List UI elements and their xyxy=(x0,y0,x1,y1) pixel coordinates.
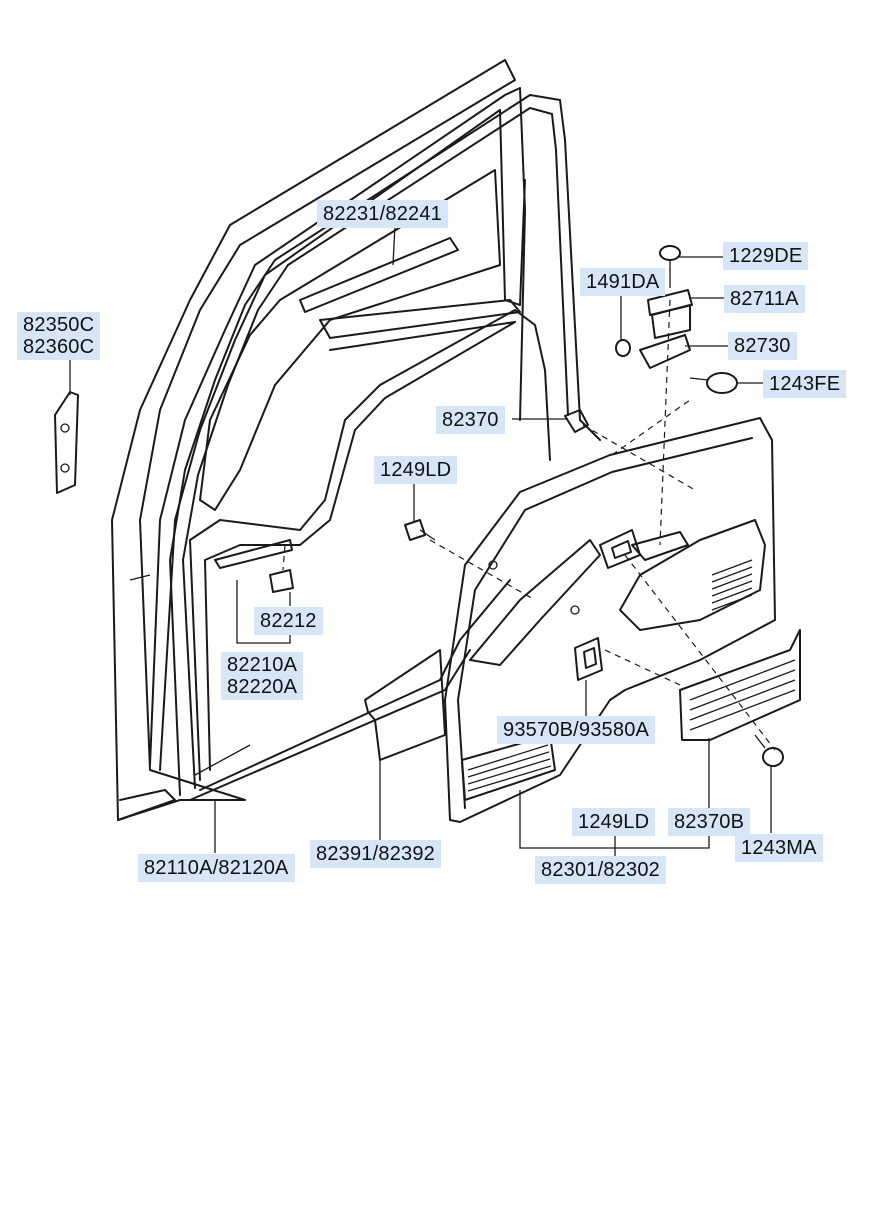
callout-82360C: 82360C xyxy=(17,334,101,360)
callout-82110A-82120A: 82110A/82120A xyxy=(138,854,295,882)
callout-82370B: 82370B xyxy=(668,808,751,836)
latch-82711A xyxy=(647,289,693,339)
screw-1243MA xyxy=(754,734,784,767)
callout-82220A: 82220A xyxy=(221,674,304,700)
callout-1249LD-upper: 1249LD xyxy=(374,456,458,484)
callout-82391-82392: 82391/82392 xyxy=(310,840,441,868)
speaker-grille xyxy=(711,559,753,611)
inside-handle xyxy=(599,529,641,569)
callout-1249LD-lower: 1249LD xyxy=(572,808,656,836)
rod-82730 xyxy=(639,334,691,369)
callout-82301-82302: 82301/82302 xyxy=(535,856,666,884)
clip-82370 xyxy=(564,409,589,433)
leader-lines xyxy=(69,224,772,860)
callout-93570B-93580A: 93570B/93580A xyxy=(497,716,656,744)
nut-1491DA xyxy=(615,339,631,357)
callout-1491DA: 1491DA xyxy=(580,268,666,296)
insulation-sheet xyxy=(364,649,446,761)
lower-pocket xyxy=(679,629,801,741)
window-switch xyxy=(574,637,603,681)
callout-82212: 82212 xyxy=(254,607,323,635)
door-frame xyxy=(111,59,601,821)
callout-82730: 82730 xyxy=(728,332,797,360)
callout-1243MA: 1243MA xyxy=(735,834,823,862)
callout-1243FE: 1243FE xyxy=(763,370,847,398)
callout-82231-82241: 82231/82241 xyxy=(317,200,448,228)
callout-1229DE: 1229DE xyxy=(723,242,809,270)
screw-1229DE xyxy=(659,245,681,288)
weatherstrip-clip xyxy=(214,539,294,593)
door-trim-panel xyxy=(444,417,776,823)
assembly-lines xyxy=(282,299,776,751)
screw-1249LD xyxy=(404,519,436,541)
callout-82350C: 82350C xyxy=(17,312,101,338)
callout-82370: 82370 xyxy=(436,406,505,434)
pillar-trim xyxy=(54,391,79,494)
pocket-grille xyxy=(461,734,556,801)
callout-82210A: 82210A xyxy=(221,652,304,678)
screw-1243FE xyxy=(689,372,738,394)
callout-82711A: 82711A xyxy=(724,285,805,313)
